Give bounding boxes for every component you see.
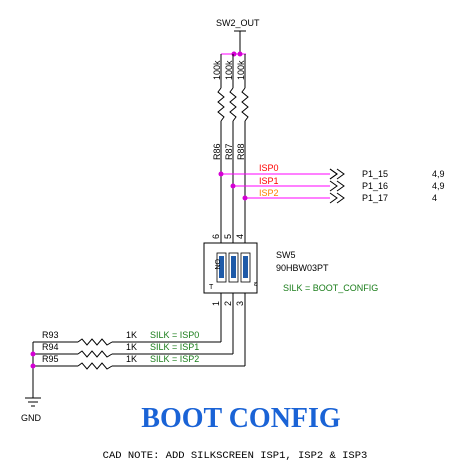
switch-actuator-2 bbox=[231, 256, 236, 278]
switch-on-label: ON bbox=[213, 259, 220, 270]
power-rail: SW2_OUT bbox=[216, 18, 260, 57]
r94-value: 1K bbox=[126, 342, 137, 352]
switch-pin-3: 3 bbox=[235, 301, 245, 306]
isp1-net-label: ISP1 bbox=[259, 176, 279, 186]
r95-silk: SILK = ISP2 bbox=[150, 354, 199, 364]
switch-mark-left: T bbox=[209, 284, 214, 291]
isp2-net-label: ISP2 bbox=[259, 188, 279, 198]
r93-silk: SILK = ISP0 bbox=[150, 330, 199, 340]
isp1-pages: 4,9 bbox=[432, 181, 445, 191]
r95-ref: R95 bbox=[42, 354, 59, 364]
switch-pin-5: 5 bbox=[223, 234, 233, 239]
switch-mark-right: ε bbox=[254, 281, 257, 288]
junction-dot bbox=[230, 183, 236, 189]
isp0-net-label: ISP0 bbox=[259, 163, 279, 173]
resistor-zigzag-r95 bbox=[77, 362, 113, 370]
dip-switch-sw5: ON T ε 6 5 4 1 2 3 SW5 90HBW03PT SILK = … bbox=[203, 234, 378, 306]
series-resistors: R93 R94 R95 1K 1K 1K SILK = ISP0 SILK = … bbox=[33, 330, 199, 370]
resistor-zigzag-r86 bbox=[217, 87, 225, 122]
isp2-port: P1_17 bbox=[362, 193, 388, 203]
resistor-zigzag-r88 bbox=[241, 87, 249, 122]
r86-ref: R86 bbox=[212, 143, 222, 160]
switch-actuator-1 bbox=[219, 256, 224, 278]
resistor-zigzag-r94 bbox=[77, 350, 113, 358]
r93-value: 1K bbox=[126, 330, 137, 340]
ground-label: GND bbox=[21, 413, 42, 423]
resistor-zigzag-r87 bbox=[229, 87, 237, 122]
junction-dot bbox=[218, 171, 224, 177]
offpage-connector-isp0 bbox=[329, 168, 338, 180]
isp1-port: P1_16 bbox=[362, 181, 388, 191]
switch-pin-4: 4 bbox=[235, 234, 245, 239]
junction-dot bbox=[242, 195, 248, 201]
switch-silk-label: SILK = BOOT_CONFIG bbox=[283, 283, 378, 293]
isp0-pages: 4,9 bbox=[432, 169, 445, 179]
switch-pin-6: 6 bbox=[211, 234, 221, 239]
isp0-port: P1_15 bbox=[362, 169, 388, 179]
switch-bottom-wires bbox=[112, 293, 246, 367]
switch-part-number: 90HBW03PT bbox=[276, 263, 329, 273]
r87-value: 100k bbox=[224, 60, 234, 80]
r94-ref: R94 bbox=[42, 342, 59, 352]
resistor-zigzag-r93 bbox=[77, 338, 113, 346]
junction-dot bbox=[30, 363, 36, 369]
switch-top-wires bbox=[220, 121, 246, 243]
r95-value: 1K bbox=[126, 354, 137, 364]
r88-value: 100k bbox=[236, 60, 246, 80]
offpage-connector-isp2 bbox=[329, 192, 345, 204]
sheet-title: BOOT CONFIG bbox=[141, 403, 341, 434]
ground-symbol: GND bbox=[21, 342, 42, 423]
junction-dot bbox=[30, 351, 36, 357]
switch-pin-2: 2 bbox=[223, 301, 233, 306]
r86-value: 100k bbox=[212, 60, 222, 80]
offpage-connector-isp1 bbox=[329, 180, 345, 192]
switch-pin-1: 1 bbox=[211, 301, 221, 306]
r93-ref: R93 bbox=[42, 330, 59, 340]
r87-ref: R87 bbox=[224, 143, 234, 160]
r94-silk: SILK = ISP1 bbox=[150, 342, 199, 352]
pullup-resistors: 100k 100k 100k R86 R87 R88 bbox=[212, 54, 249, 160]
r88-ref: R88 bbox=[236, 143, 246, 160]
power-net-label: SW2_OUT bbox=[216, 18, 260, 28]
junction-dot bbox=[237, 51, 243, 57]
switch-ref: SW5 bbox=[276, 250, 296, 260]
switch-actuator-3 bbox=[243, 256, 248, 278]
isp-nets: ISP0 ISP1 ISP2 P1_15 P1_16 P1_17 4,9 4,9… bbox=[218, 163, 445, 204]
cad-note: CAD NOTE: ADD SILKSCREEN ISP1, ISP2 & IS… bbox=[103, 450, 368, 462]
isp2-pages: 4 bbox=[432, 193, 437, 203]
junction-dot bbox=[231, 51, 237, 57]
